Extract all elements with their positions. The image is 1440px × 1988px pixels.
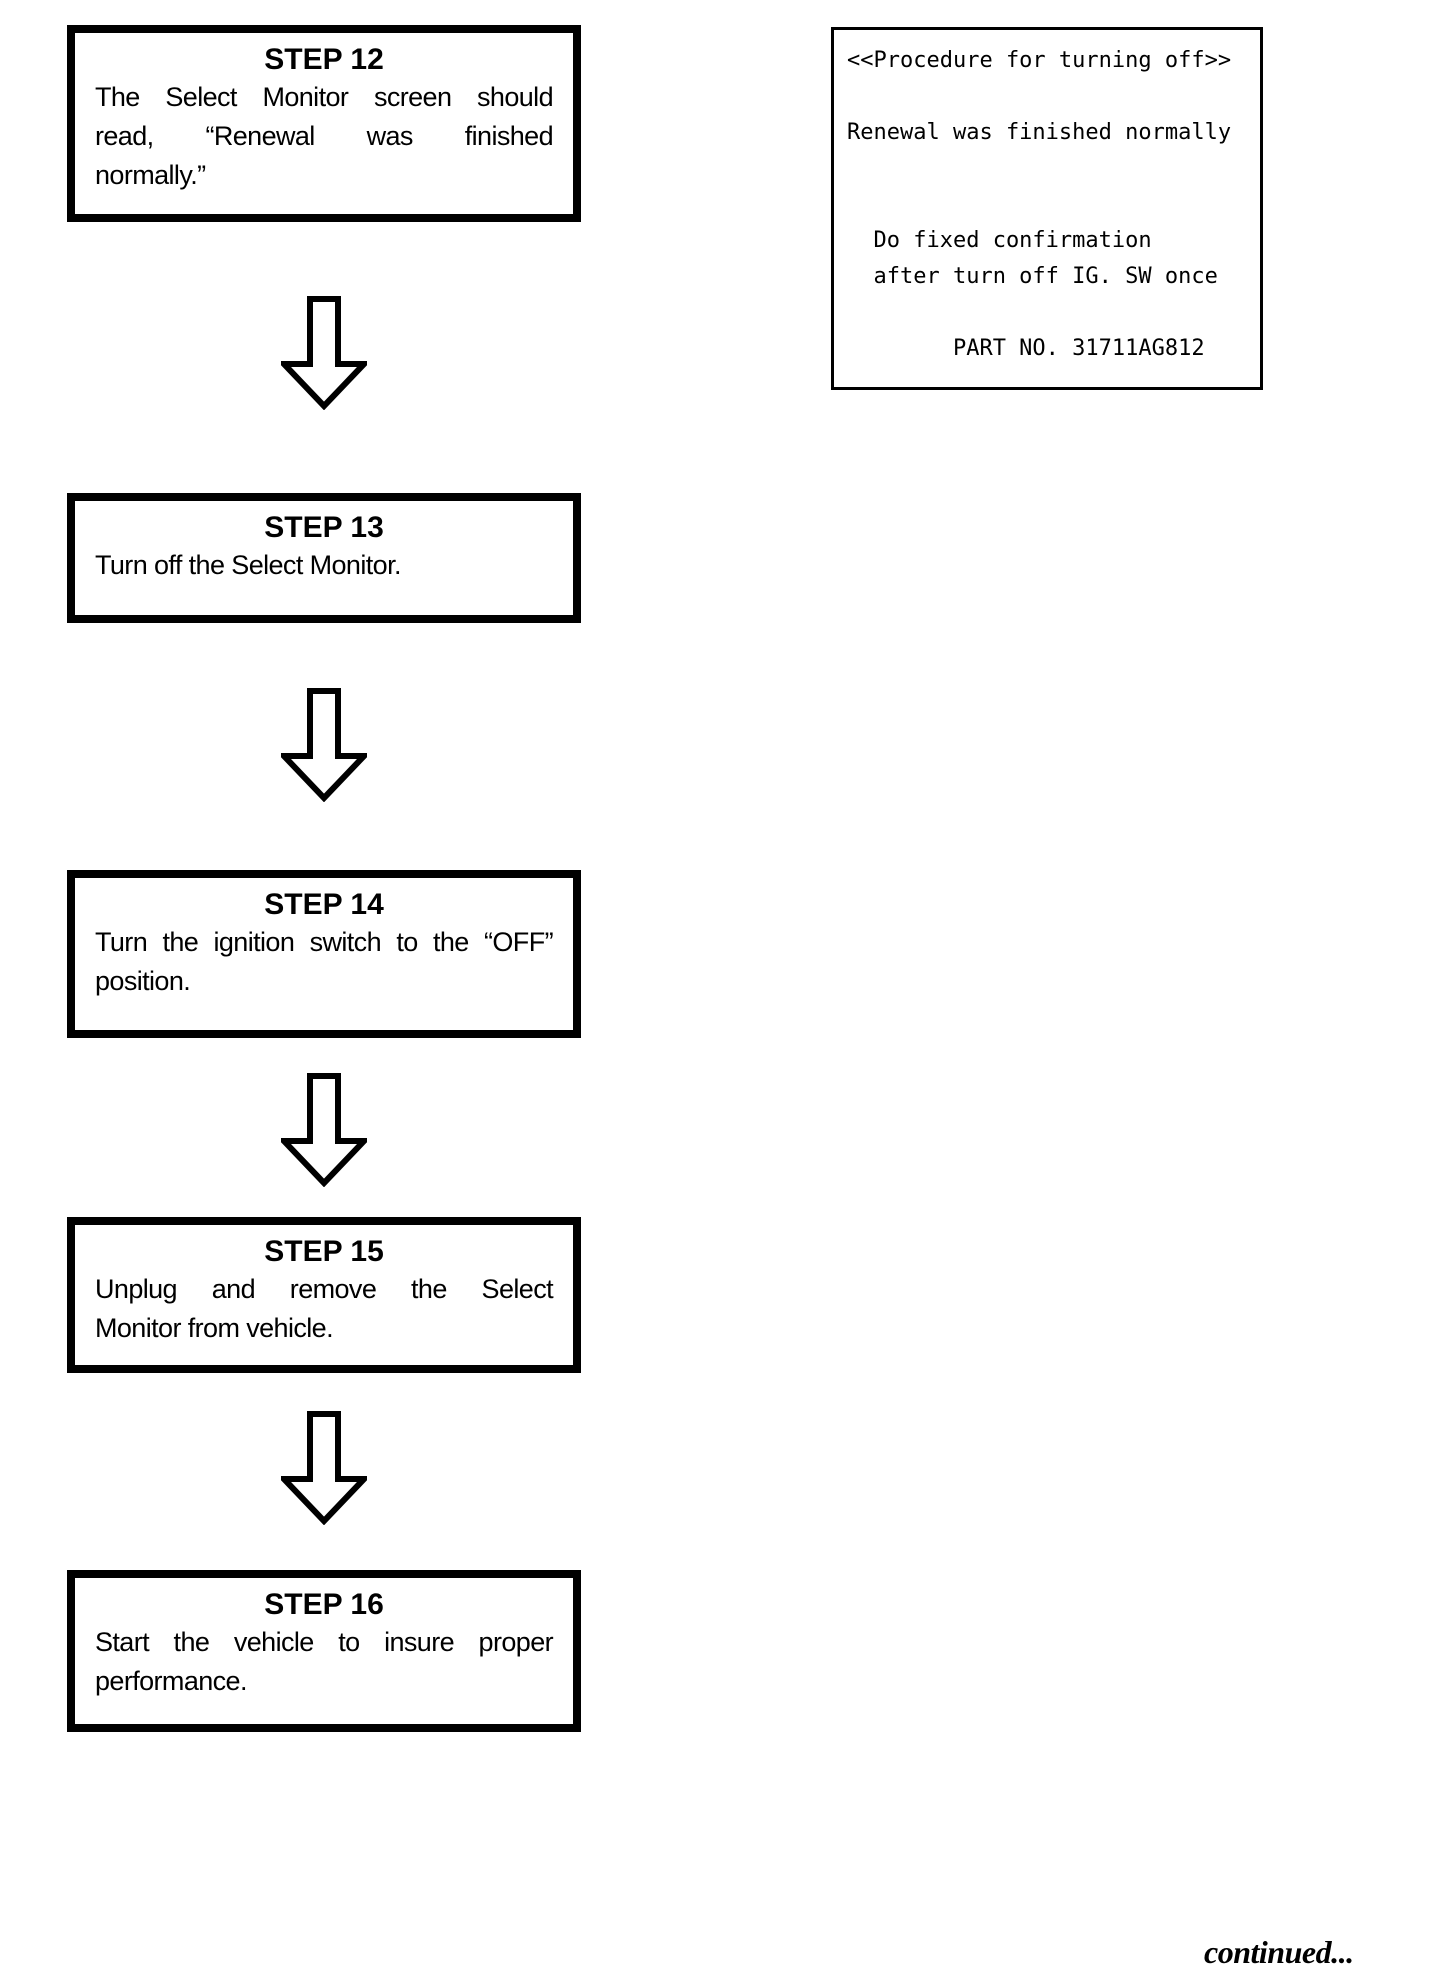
step-box-13: STEP 13 Turn off the Select Monitor. <box>67 493 581 623</box>
step-box-12: STEP 12 The Select Monitor screen should… <box>67 25 581 222</box>
step-16-title: STEP 16 <box>264 1588 384 1621</box>
monitor-screen-line <box>847 187 1260 223</box>
step-12-title: STEP 12 <box>264 43 384 76</box>
monitor-screen-line <box>847 295 1260 331</box>
monitor-screen-line <box>847 151 1260 187</box>
down-arrow-icon <box>281 1411 367 1525</box>
step-box-16: STEP 16 Start the vehicle to insure prop… <box>67 1570 581 1732</box>
step-13-title: STEP 13 <box>264 511 384 544</box>
step-15-title: STEP 15 <box>264 1235 384 1268</box>
down-arrow-icon <box>281 1073 367 1187</box>
continued-label: continued... <box>1204 1934 1354 1970</box>
step-15-line: Monitor from vehicle. <box>95 1313 334 1343</box>
step-14-line: Turn the ignition switch to the “OFF” <box>95 927 554 957</box>
select-monitor-screen: <<Procedure for turning off>> Renewal wa… <box>831 27 1263 390</box>
monitor-screen-line: after turn off IG. SW once <box>847 264 1218 289</box>
step-box-14: STEP 14 Turn the ignition switch to the … <box>67 870 581 1038</box>
step-14-line: position. <box>95 966 191 996</box>
monitor-screen-line: Renewal was finished normally <box>847 120 1232 145</box>
step-box-15: STEP 15 Unplug and remove the Select Mon… <box>67 1217 581 1373</box>
monitor-screen-line <box>847 79 1260 115</box>
monitor-screen-line: <<Procedure for turning off>> <box>847 48 1232 73</box>
step-16-line: Start the vehicle to insure proper <box>95 1627 554 1657</box>
monitor-screen-line: PART NO. 31711AG812 <box>847 336 1205 361</box>
monitor-screen-line: Do fixed confirmation <box>847 228 1152 253</box>
step-16-line: performance. <box>95 1666 247 1696</box>
down-arrow-icon <box>281 296 367 410</box>
down-arrow-icon <box>281 688 367 802</box>
step-12-line: normally.” <box>95 160 206 190</box>
step-13-line: Turn off the Select Monitor. <box>95 550 401 580</box>
step-15-line: Unplug and remove the Select <box>95 1274 554 1304</box>
step-12-line: The Select Monitor screen should <box>95 82 554 112</box>
step-14-title: STEP 14 <box>264 888 384 921</box>
step-12-line: read, “Renewal was finished <box>95 121 554 151</box>
